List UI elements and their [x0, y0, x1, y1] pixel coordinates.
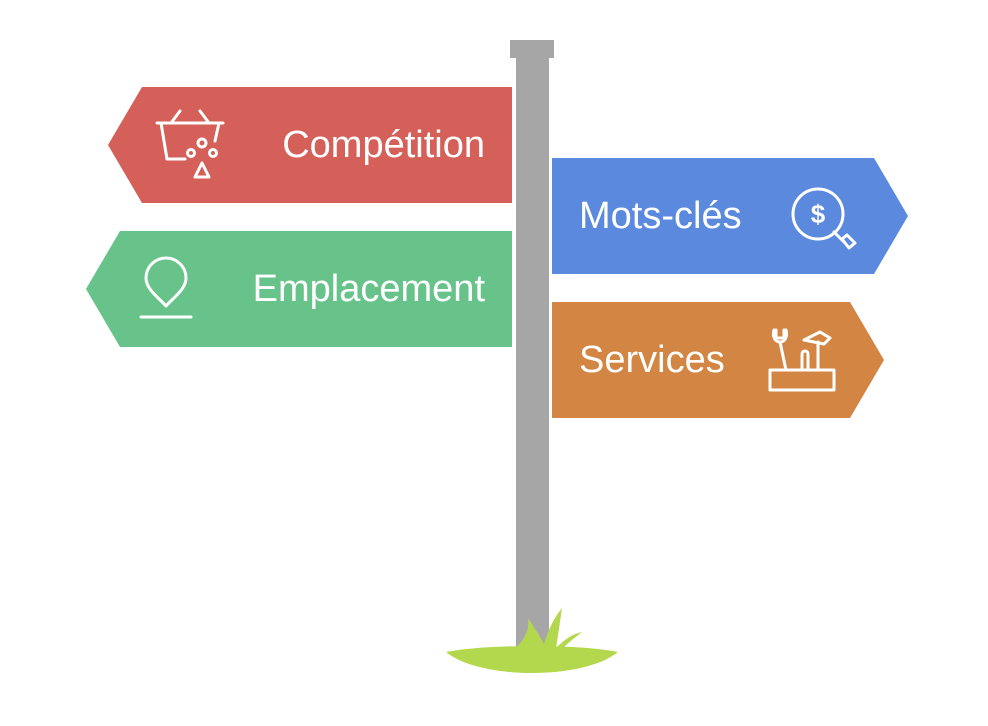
signpost-pole: [516, 58, 549, 648]
sign-keywords-label: Mots-clés: [579, 195, 742, 237]
sign-location-shape: [86, 231, 512, 347]
sign-keywords: $ Mots-clés: [552, 158, 908, 274]
sign-services: Services: [552, 302, 884, 418]
sign-keywords-shape: [552, 158, 908, 274]
grass-tuft: [446, 608, 618, 673]
sign-location: Emplacement: [86, 231, 512, 347]
toolbox-icon: [764, 326, 840, 396]
sign-location-label: Emplacement: [252, 268, 485, 310]
sign-competition: Compétition: [108, 87, 512, 203]
sign-services-label: Services: [579, 339, 725, 381]
sign-competition-label: Compétition: [282, 124, 485, 166]
magnifier-dollar-icon: $: [788, 182, 864, 254]
basket-icon: [152, 107, 228, 183]
location-pin-icon: [136, 256, 196, 322]
svg-text:$: $: [811, 199, 826, 229]
post-cap: [510, 40, 554, 58]
